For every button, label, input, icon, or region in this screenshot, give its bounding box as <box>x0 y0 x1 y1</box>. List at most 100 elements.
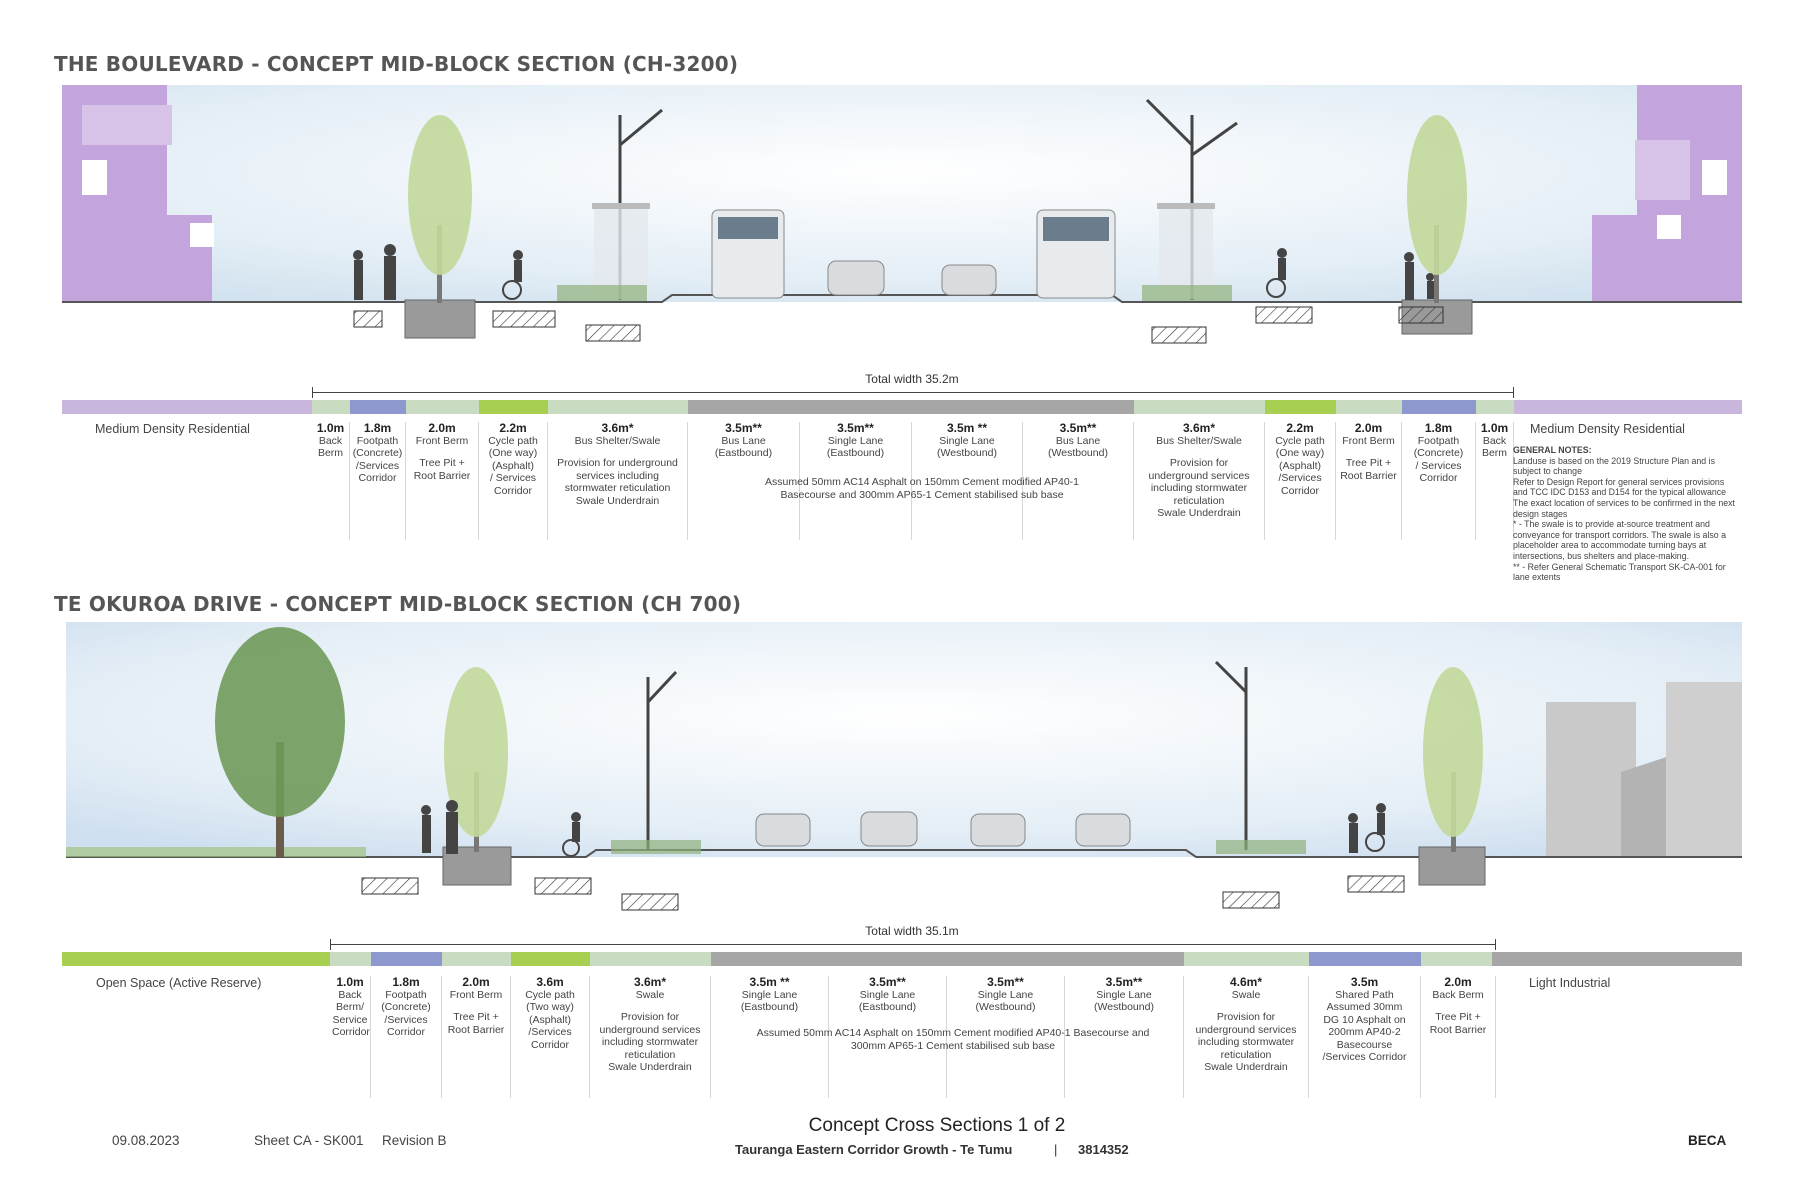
industrial-building-icon <box>1546 682 1742 857</box>
zone-column: 3.5m**Single Lane (Westbound) <box>1065 976 1184 1098</box>
zone-width: 1.8m <box>363 421 392 435</box>
zone-width: 3.5m ** <box>749 975 790 989</box>
zone-width: 3.5m <box>1350 975 1379 989</box>
zone-name: Back Berm <box>1432 988 1484 1001</box>
zone-swatch <box>511 952 590 966</box>
section-2-road-note: Assumed 50mm AC14 Asphalt on 150mm Cemen… <box>756 1027 1150 1052</box>
car-icon <box>860 811 918 847</box>
zone-name: Single Lane (Westbound) <box>937 434 997 460</box>
zone-column: 3.5m**Bus Lane (Westbound) <box>1023 422 1134 540</box>
zone-name: Cycle path (One way) (Asphalt) / Service… <box>488 434 538 497</box>
general-notes: GENERAL NOTES: Landuse is based on the 2… <box>1513 445 1741 583</box>
zone-width: 2.0m <box>462 975 490 989</box>
zone-name: Single Lane (Eastbound) <box>826 434 885 460</box>
zone-swatch <box>1134 400 1265 414</box>
zone-name: Front Berm <box>1342 434 1395 447</box>
zone-column: 3.5m**Single Lane (Eastbound) <box>800 422 912 540</box>
zone-width: 2.0m <box>1354 421 1383 435</box>
zone-width: 1.0m <box>1480 421 1509 435</box>
cyclist-icon <box>502 248 1287 300</box>
zone-name: Bus Lane (Westbound) <box>1048 434 1108 460</box>
zone-column: 3.5m**Single Lane (Eastbound) <box>829 976 947 1098</box>
zone-name: Swale <box>635 988 665 1001</box>
zone-name: Shared Path Assumed 30mm DG 10 Asphalt o… <box>1322 988 1407 1064</box>
zone-column: 3.5m**Single Lane (Westbound) <box>947 976 1065 1098</box>
zone-width: 2.0m <box>428 421 456 435</box>
zone-width: 2.2m <box>499 421 527 435</box>
zone-width: 3.6m* <box>1182 421 1216 435</box>
zone-swatch <box>1476 400 1514 414</box>
house-left-icon <box>62 85 214 302</box>
zone-swatch <box>312 400 350 414</box>
pedestrian-icon <box>421 800 1358 854</box>
zone-swatch <box>1421 952 1492 966</box>
zone-width: 3.5m** <box>725 421 762 435</box>
footer-subtitle: Tauranga Eastern Corridor Growth - Te Tu… <box>735 1142 1013 1157</box>
zone-swatch <box>1184 952 1309 966</box>
zone-name: Footpath (Concrete) /Services Corridor <box>381 988 431 1039</box>
tree-icon <box>1407 115 1467 303</box>
bus-icon <box>711 209 785 299</box>
zone-name: Front Berm <box>415 434 469 447</box>
general-note: Refer to Design Report for general servi… <box>1513 476 1727 498</box>
section-2-dimension-line <box>330 939 1496 950</box>
zone-description: Provision for underground services inclu… <box>1148 457 1250 519</box>
zone-column: 3.5m **Single Lane (Westbound) <box>912 422 1023 540</box>
section-2-total-width: Total width 35.1m <box>865 924 959 938</box>
section-1-right-landuse: Medium Density Residential <box>1530 422 1685 436</box>
zone-swatch <box>406 400 479 414</box>
zone-description: Tree Pit + Root Barrier <box>447 1011 505 1036</box>
landuse-left-swatch <box>62 952 330 966</box>
section-1-zone-bar <box>62 400 1742 414</box>
zone-name: Back Berm/ Service Corridor <box>332 988 370 1039</box>
zone-width: 3.5m** <box>869 975 906 989</box>
zone-swatch <box>371 952 442 966</box>
zone-width: 3.6m* <box>601 421 634 435</box>
zone-swatch <box>688 400 1134 414</box>
zone-description: Tree Pit + Root Barrier <box>413 457 471 482</box>
section-2-illustration <box>66 622 1742 922</box>
zone-description: Provision for underground services inclu… <box>557 457 678 507</box>
zone-name: Bus Shelter/Swale <box>1156 434 1242 447</box>
zone-column: 3.5m**Bus Lane (Eastbound) <box>688 422 800 540</box>
tree-icon <box>408 115 472 303</box>
section-1-dimension-line <box>312 387 1514 398</box>
company-logo: BECA <box>1688 1133 1727 1148</box>
zone-description: Provision for underground services inclu… <box>1195 1011 1297 1073</box>
zone-width: 3.6m* <box>633 975 667 989</box>
zone-width: 1.0m <box>336 975 364 989</box>
zone-name: Footpath (Concrete) / Services Corridor <box>1413 434 1464 485</box>
footer-project-number: 3814352 <box>1078 1142 1129 1157</box>
zone-swatch <box>442 952 511 966</box>
zone-swatch <box>1309 952 1421 966</box>
zone-width: 4.6m* <box>1229 975 1263 989</box>
zone-name: Footpath (Concrete) /Services Corridor <box>352 434 403 485</box>
zone-swatch <box>479 400 548 414</box>
zone-name: Single Lane (Eastbound) <box>858 988 917 1014</box>
tree-icon <box>1423 667 1483 852</box>
car-icon <box>1075 813 1131 847</box>
footer-revision: Revision B <box>382 1133 447 1148</box>
zone-width: 1.0m <box>316 421 345 435</box>
zone-name: Single Lane (Westbound) <box>975 988 1036 1014</box>
cyclist-icon <box>562 803 1386 857</box>
tree-icon <box>444 667 508 852</box>
footer-title: Concept Cross Sections 1 of 2 <box>808 1115 1066 1136</box>
zone-name: Single Lane (Eastbound) <box>740 988 799 1014</box>
landuse-right-swatch <box>1492 952 1742 966</box>
general-note: ** - Refer General Schematic Transport S… <box>1513 561 1726 583</box>
zone-width: 3.5m** <box>1059 421 1097 435</box>
large-tree-icon <box>215 627 345 857</box>
zone-name: Back Berm <box>317 434 344 460</box>
car-icon <box>970 813 1026 847</box>
